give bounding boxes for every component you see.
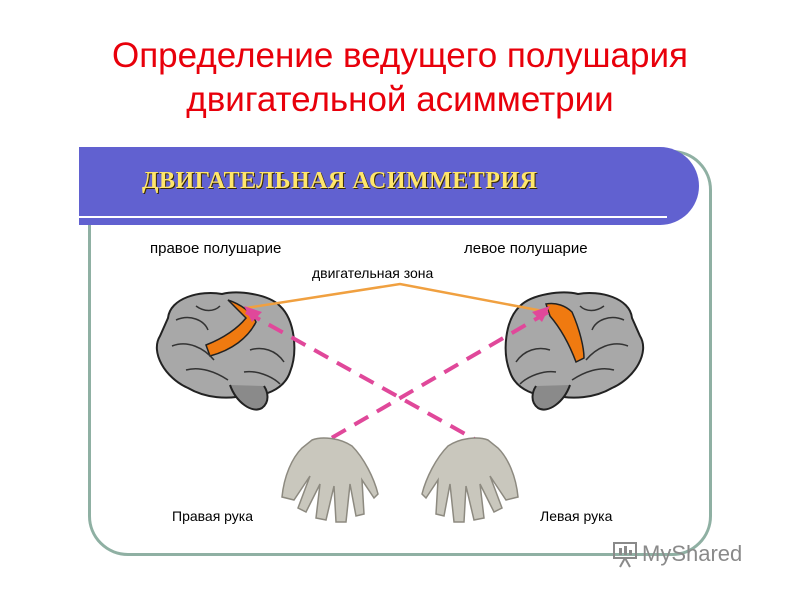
motor-zone-connector	[245, 282, 549, 314]
pathway-left-hemisphere-to-right-hand	[326, 310, 550, 442]
brain-left-hemisphere-icon	[504, 291, 645, 411]
header-underline	[79, 216, 667, 218]
slide-title-line1: Определение ведущего полушария	[112, 36, 688, 75]
watermark: MyShared	[612, 538, 742, 570]
label-right-hemisphere: правое полушарие	[150, 240, 282, 257]
left-hand-icon	[421, 437, 519, 523]
header-band	[79, 147, 699, 225]
label-motor-zone: двигательная зона	[312, 265, 434, 281]
label-right-hand: Правая рука	[172, 508, 254, 524]
label-left-hemisphere: левое полушарие	[464, 240, 588, 257]
watermark-text: MyShared	[642, 541, 743, 566]
diagram-header: ДВИГАТЕЛЬНАЯ АСИММЕТРИЯ	[142, 168, 538, 194]
pathway-right-hemisphere-to-left-hand	[245, 310, 477, 442]
label-left-hand: Левая рука	[540, 508, 613, 524]
arrowhead-right-hemisphere	[244, 306, 262, 322]
slide-title-line2: двигательной асимметрии	[186, 80, 614, 119]
arrowhead-left-hemisphere	[532, 306, 550, 322]
brain-right-hemisphere-icon	[155, 291, 296, 411]
presentation-board-icon	[613, 542, 637, 568]
right-hand-icon	[281, 437, 379, 523]
